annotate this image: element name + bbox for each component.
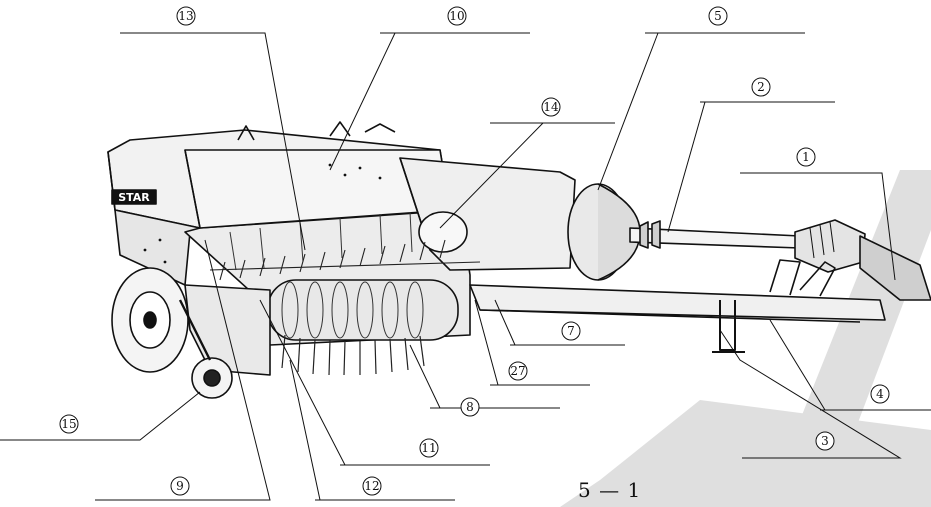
- callout-15: 15: [59, 414, 79, 434]
- shaft-end: [859, 235, 931, 301]
- callout-7-number: 7: [567, 324, 575, 338]
- callout-1: 1: [796, 147, 816, 167]
- pickup-rings: [281, 281, 424, 339]
- packer-fingers: [209, 239, 481, 281]
- figure-label: 5 — 1: [578, 478, 642, 502]
- callout-markers: 13 10 5 2 14 1 7 27 4 8 15 3 11 9 12: [59, 6, 890, 496]
- callout-4: 4: [870, 384, 890, 404]
- callout-13: 13: [176, 6, 196, 26]
- callout-8-number: 8: [466, 400, 474, 414]
- callout-10-number: 10: [449, 9, 464, 23]
- chamber-slats: [229, 211, 413, 271]
- callout-27: 27: [508, 361, 528, 381]
- callout-3-number: 3: [821, 434, 829, 448]
- callout-11: 11: [419, 438, 439, 458]
- callout-5-number: 5: [714, 9, 722, 23]
- callout-8: 8: [460, 397, 480, 417]
- callout-9-number: 9: [176, 479, 184, 493]
- hitch-bracket: [769, 259, 836, 297]
- callout-9: 9: [170, 476, 190, 496]
- callout-2: 2: [751, 77, 771, 97]
- callout-14-number: 14: [543, 100, 559, 114]
- callout-11-number: 11: [421, 441, 436, 455]
- callout-5: 5: [708, 6, 728, 26]
- callout-12: 12: [362, 476, 382, 496]
- callout-12-number: 12: [364, 479, 379, 493]
- callout-10: 10: [447, 6, 467, 26]
- pto-bellows: [639, 220, 661, 249]
- callout-2-number: 2: [757, 80, 765, 94]
- housing-front-face: [107, 151, 201, 286]
- callout-13-number: 13: [178, 9, 193, 23]
- shear-bolt-disc: [418, 211, 468, 253]
- callout-27-number: 27: [510, 364, 525, 378]
- pickup-tines: [281, 334, 425, 376]
- callout-1-number: 1: [802, 150, 810, 164]
- callout-15-number: 15: [61, 417, 76, 431]
- support-jack: [712, 300, 745, 353]
- leader-lines: [0, 32, 931, 501]
- callout-14: 14: [541, 97, 561, 117]
- drawbar: [469, 284, 886, 321]
- callout-7: 7: [561, 321, 581, 341]
- top-handles: [237, 121, 396, 141]
- brand-text: STAR: [118, 191, 150, 204]
- rivets: [143, 163, 382, 264]
- brand-plate: [111, 189, 157, 205]
- joint-grooves: [809, 221, 835, 259]
- callout-3: 3: [815, 431, 835, 451]
- callout-4-number: 4: [876, 387, 884, 401]
- pickup-cylinder: [267, 279, 459, 341]
